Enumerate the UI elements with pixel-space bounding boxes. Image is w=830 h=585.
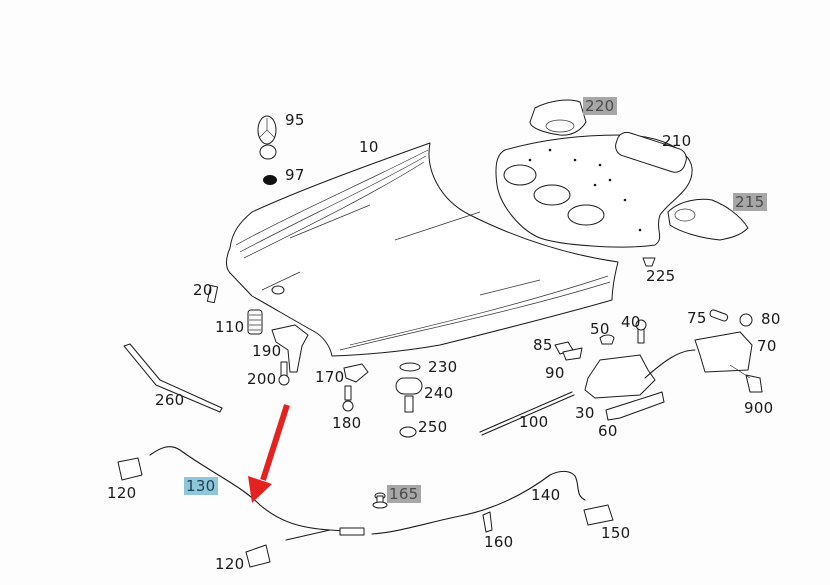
- callout-70: 70: [757, 337, 777, 355]
- seal-strip: [123, 343, 223, 413]
- callout-260: 260: [155, 391, 185, 409]
- callout-210: 210: [662, 132, 692, 150]
- callout-75: 75: [687, 309, 707, 327]
- callout-50: 50: [590, 320, 610, 338]
- release-cable: [149, 446, 586, 541]
- callout-100: 100: [519, 413, 549, 431]
- red-pointer-arrow: [248, 404, 290, 503]
- callout-900: 900: [744, 399, 774, 417]
- callout-130-highlighted: 130: [184, 477, 218, 495]
- insulation-mat: [495, 131, 693, 248]
- callout-215-grey: 215: [733, 193, 767, 211]
- callout-200: 200: [247, 370, 277, 388]
- callout-85: 85: [533, 336, 553, 354]
- callout-190: 190: [252, 342, 282, 360]
- callout-160: 160: [484, 533, 514, 551]
- callout-95: 95: [285, 111, 305, 129]
- callout-30: 30: [575, 404, 595, 422]
- callout-240: 240: [424, 384, 454, 402]
- callout-230: 230: [428, 358, 458, 376]
- insulation-pad-220: [529, 99, 587, 136]
- callout-60: 60: [598, 422, 618, 440]
- callout-10: 10: [359, 138, 379, 156]
- callout-40: 40: [621, 313, 641, 331]
- callout-120-lower: 120: [215, 555, 245, 573]
- callout-220-grey: 220: [583, 97, 617, 115]
- callout-80: 80: [761, 310, 781, 328]
- callout-165-grey: 165: [387, 485, 421, 503]
- callout-110: 110: [215, 318, 245, 336]
- callout-140: 140: [531, 486, 561, 504]
- callout-150: 150: [601, 524, 631, 542]
- callout-170: 170: [315, 368, 345, 386]
- star-emblem: [257, 115, 277, 185]
- callout-225: 225: [646, 267, 676, 285]
- callout-180: 180: [332, 414, 362, 432]
- callout-20: 20: [193, 281, 213, 299]
- callout-97: 97: [285, 166, 305, 184]
- callout-250: 250: [418, 418, 448, 436]
- callout-90: 90: [545, 364, 565, 382]
- hood-panel: [225, 142, 619, 357]
- callout-120-upper: 120: [107, 484, 137, 502]
